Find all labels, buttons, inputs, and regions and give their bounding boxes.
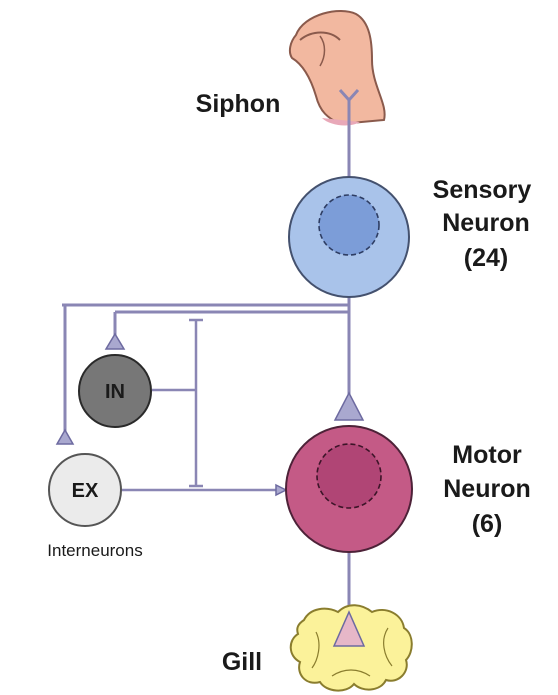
gill-label: Gill [222, 648, 262, 676]
motor-label-line1: Motor [452, 441, 522, 469]
synapse-motor [335, 393, 363, 420]
excitatory-interneuron: EX [49, 454, 121, 526]
sensory-nucleus [319, 195, 379, 255]
sensory-label-line1: Sensory [433, 176, 532, 204]
sensory-neuron [289, 177, 409, 297]
inhibitory-interneuron: IN [79, 355, 151, 427]
sensory-count: (24) [464, 244, 508, 272]
synapse-ex-motor [276, 485, 286, 495]
synapse-ex [57, 430, 73, 444]
siphon-body [290, 11, 385, 124]
ex-label: EX [72, 480, 99, 502]
motor-count: (6) [472, 510, 503, 538]
in-label: IN [105, 381, 125, 403]
motor-neuron [286, 426, 412, 552]
siphon-label: Siphon [196, 90, 281, 118]
synapse-in [106, 334, 124, 349]
siphon-illustration [290, 11, 385, 126]
sensory-label-line2: Neuron [442, 209, 530, 237]
interneurons-label: Interneurons [47, 541, 142, 560]
motor-nucleus [317, 444, 381, 508]
motor-label-line2: Neuron [443, 475, 531, 503]
